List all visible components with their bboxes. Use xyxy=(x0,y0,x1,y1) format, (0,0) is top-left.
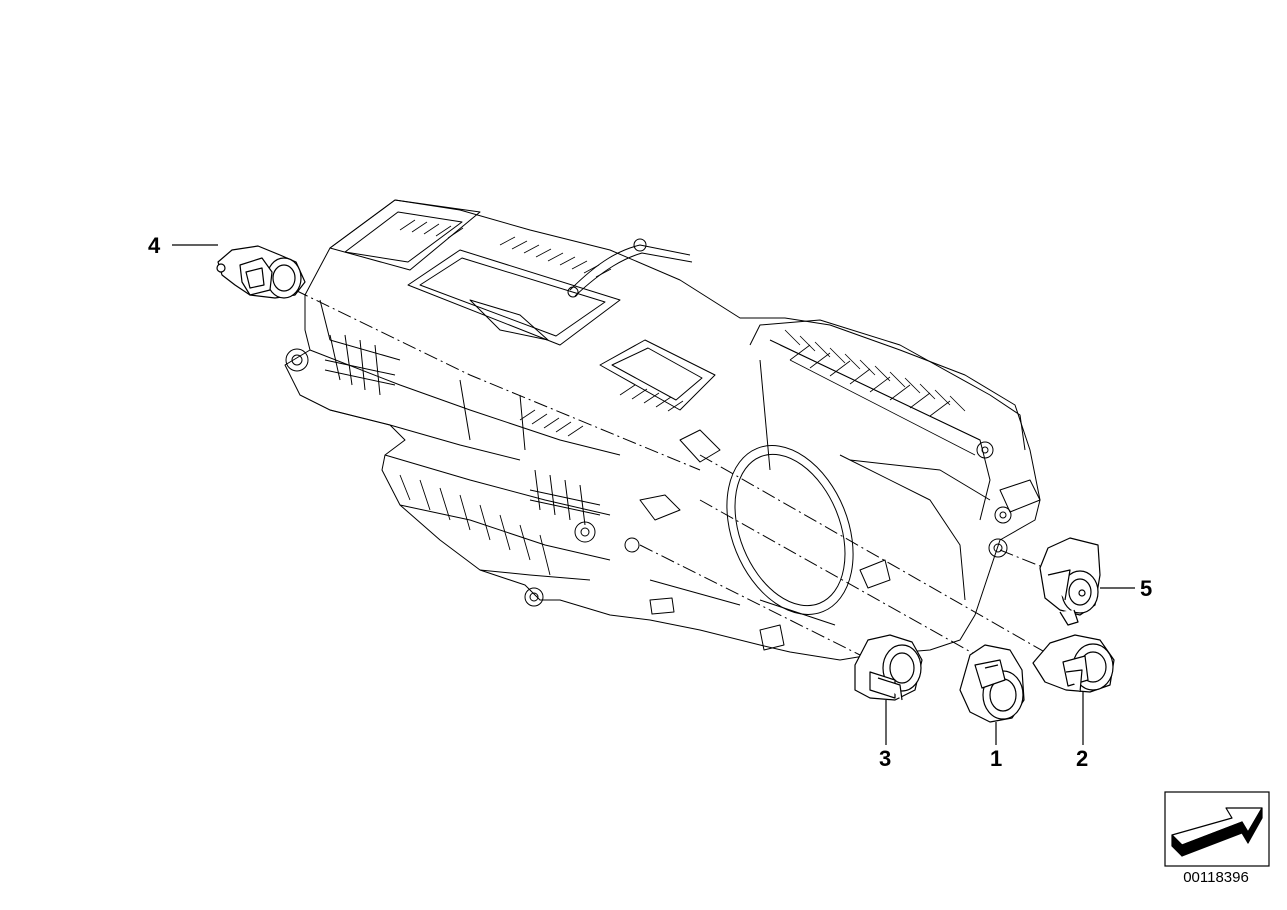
callout-2: 2 xyxy=(1076,746,1088,771)
lower-ribs xyxy=(399,474,551,576)
hatching-top xyxy=(399,219,684,437)
actuator-4[interactable] xyxy=(216,245,306,299)
callout-1: 1 xyxy=(990,746,1002,771)
actuator-5[interactable] xyxy=(1039,537,1101,626)
callout-3: 3 xyxy=(879,746,891,771)
callout-4: 4 xyxy=(148,233,161,258)
diagram-number: 00118396 xyxy=(1183,869,1249,886)
leader-line-1 xyxy=(699,499,986,661)
callout-leaders xyxy=(172,244,1135,745)
actuator-1[interactable] xyxy=(959,644,1025,723)
leader-line-2 xyxy=(699,454,1051,656)
actuator-3[interactable] xyxy=(854,634,923,701)
leader-line-3 xyxy=(639,544,861,656)
orientation-box xyxy=(1164,791,1270,867)
blower-grille xyxy=(779,329,981,456)
leader-line-5 xyxy=(999,549,1051,571)
heater-housing xyxy=(284,199,1041,661)
callout-5: 5 xyxy=(1140,576,1152,601)
actuator-2[interactable] xyxy=(1032,634,1115,693)
leader-lines xyxy=(294,289,1051,661)
direction-arrow-icon xyxy=(1171,807,1263,857)
leader-line-4 xyxy=(294,289,701,471)
